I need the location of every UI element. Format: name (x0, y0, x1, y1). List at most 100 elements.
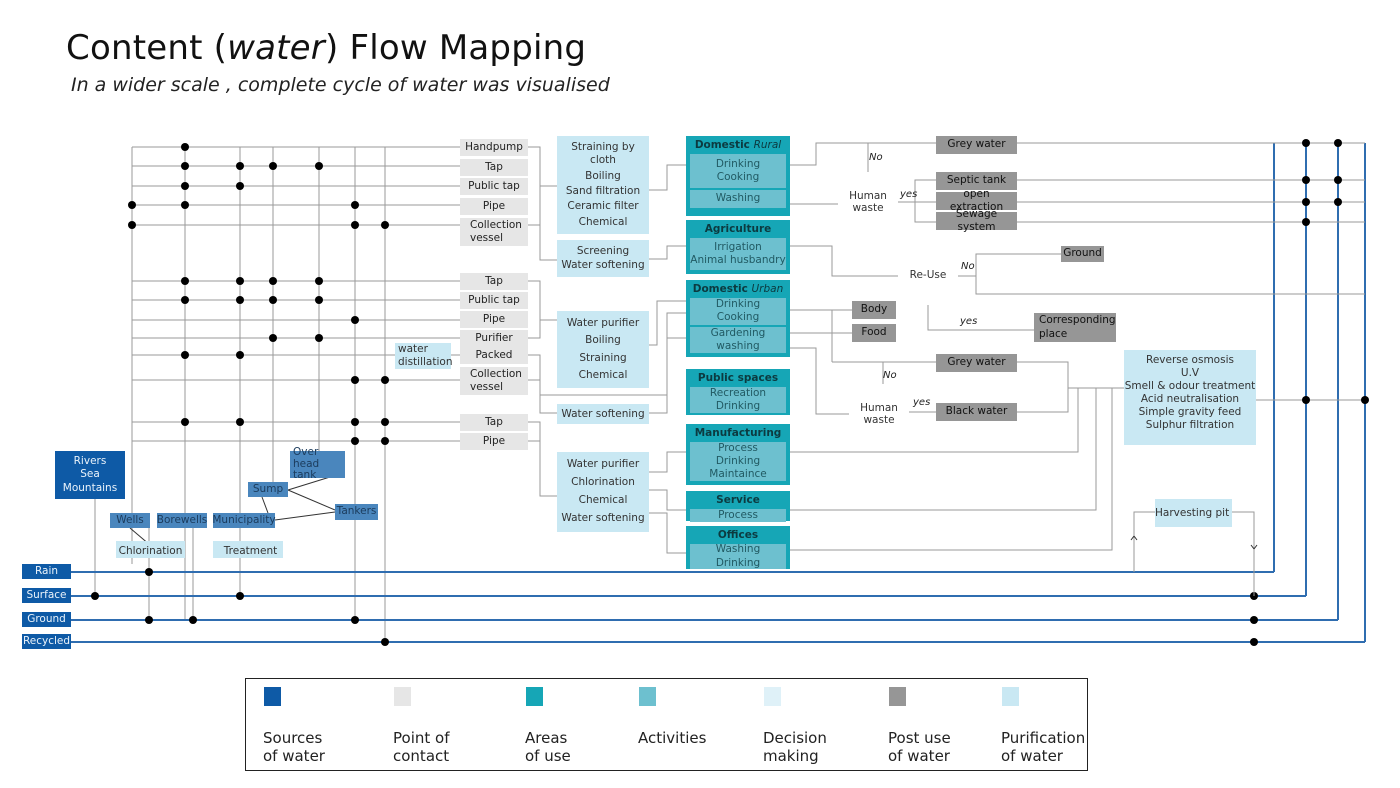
connector-path (649, 451, 686, 473)
legend-label: Sources of water (263, 729, 325, 765)
connector-path (528, 146, 541, 226)
purification-method: Screening (576, 244, 630, 257)
poc-rural-tap: Tap (460, 159, 528, 176)
connector-path (528, 280, 541, 339)
source-rain: Rain (22, 564, 71, 579)
junction-dot (236, 277, 244, 285)
junction-dot (1302, 176, 1310, 184)
source-municipality: Municipality (212, 513, 276, 528)
legend-item: Decision making (746, 687, 866, 765)
junction-dot (236, 162, 244, 170)
page-title: Content (water) Flow Mapping (66, 28, 587, 68)
junction-dot (181, 418, 189, 426)
purification-method: Water purifier (566, 317, 640, 330)
junction-dot (1334, 198, 1342, 206)
connector-path (528, 421, 557, 497)
poc-rural-collection-vessel: Collection vessel (460, 218, 528, 246)
decision-reuse: Re-Use (898, 245, 958, 305)
post-black-water: Black water (936, 403, 1017, 421)
source-surface: Surface (22, 588, 71, 603)
junction-dot (145, 616, 153, 624)
source-wells: Wells (110, 513, 150, 528)
area-name: Offices (717, 529, 759, 541)
connector-path (649, 489, 686, 511)
area-title: Service (716, 493, 760, 507)
poc-urban-pipe: Pipe (460, 311, 528, 328)
area-qualifier: Rural (753, 139, 782, 151)
legend-label: Activities (638, 729, 707, 747)
activity: Gardening washing (690, 326, 786, 353)
activity: Drinking Cooking (690, 298, 786, 325)
post-grey-water-2: Grey water (936, 354, 1017, 372)
connector-path (649, 512, 686, 554)
purification-group: Water softening (557, 404, 649, 424)
poc-industrial-tap: Tap (460, 414, 528, 431)
area-title: Domestic Rural (695, 138, 781, 152)
connector-line (274, 511, 336, 521)
junction-dot (269, 277, 277, 285)
label-yes-1: yes (900, 189, 918, 200)
activity: Washing (690, 190, 786, 208)
connector-line (261, 496, 269, 514)
final-purification-method: U.V (1180, 367, 1200, 379)
area-name: Public spaces (697, 372, 779, 384)
legend-item: Areas of use (508, 687, 628, 765)
final-purification-method: Acid neutralisation (1140, 393, 1240, 405)
purification-method: Water purifier (566, 458, 640, 471)
junction-dot (381, 221, 389, 229)
poc-rural-public-tap: Public tap (460, 178, 528, 195)
legend-swatch (1002, 687, 1019, 706)
source-sump: Sump (248, 482, 288, 497)
connector-line (1250, 544, 1255, 550)
junction-dot (1361, 396, 1369, 404)
activity: Washing Drinking (690, 543, 786, 569)
post-open-extraction: open extraction (936, 188, 1017, 213)
connector-path (898, 179, 936, 203)
legend-item: Purification of water (984, 687, 1104, 765)
source-recycled: Recycled (22, 634, 71, 649)
poc-urban-packed: Packed (460, 347, 528, 364)
purification-method: Straining (579, 351, 627, 364)
legend-swatch (526, 687, 543, 706)
junction-dot (91, 592, 99, 600)
legend-label: Point of contact (393, 729, 450, 765)
junction-dot (381, 638, 389, 646)
junction-dot (315, 334, 323, 342)
junction-dot (1302, 396, 1310, 404)
connector-path (649, 245, 686, 260)
junction-dot (181, 201, 189, 209)
area-name: Domestic (692, 283, 748, 295)
connector-path (1017, 361, 1069, 413)
connector-path (649, 164, 686, 191)
legend-label: Purification of water (1001, 729, 1086, 765)
area-title: Offices (718, 528, 758, 542)
junction-dot (381, 376, 389, 384)
connector-line (1133, 535, 1138, 541)
purification-method: Sand filtration (565, 185, 641, 197)
connector-path (927, 305, 1034, 331)
junction-dot (1302, 198, 1310, 206)
legend-swatch (639, 687, 656, 706)
purification-method: Straining by cloth (571, 141, 635, 167)
connector-path (1133, 511, 1155, 572)
junction-dot (181, 277, 189, 285)
junction-dot (315, 162, 323, 170)
purification-method: Water softening (561, 512, 645, 525)
connector-path (790, 347, 849, 415)
legend-label: Post use of water (888, 729, 951, 765)
junction-dot (181, 351, 189, 359)
area-title: Manufacturing (695, 426, 782, 440)
junction-dot (269, 162, 277, 170)
connector-path (914, 202, 936, 223)
legend-swatch (264, 687, 281, 706)
junction-dot (381, 418, 389, 426)
source-natural: Rivers Sea Mountains (55, 451, 125, 499)
junction-dot (181, 182, 189, 190)
